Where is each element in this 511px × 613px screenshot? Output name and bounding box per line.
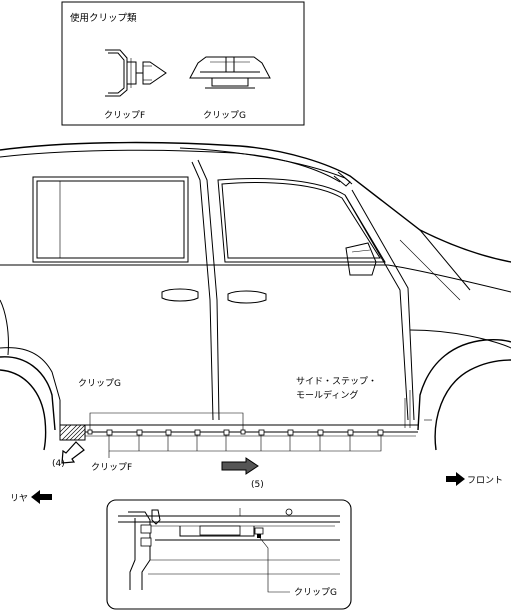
front-direction-arrow [446,472,465,486]
rear-direction-arrow [31,490,52,504]
step-4-label: (4) [52,459,65,469]
step-5-arrow [221,457,259,475]
legend-clip-f-label: クリップF [104,110,145,121]
clip-g-detail-icon [254,527,264,538]
callout-clip-g-main: クリップG [78,378,121,389]
rear-label: リヤ [10,494,28,504]
rear-mudguard-hatched [59,424,86,441]
vehicle-side-view: (4) [0,141,511,469]
step-5-label: (5) [251,480,264,490]
clip-f-icon [105,49,167,97]
clip-g-icon [189,56,271,89]
clip-f-markers [106,429,384,436]
detail-inset-panel [106,499,352,610]
clip-legend-panel: 使用クリップ類 クリップF クリップG [61,1,305,126]
callout-clip-f-main: クリップF [91,462,132,473]
clip-g-marker-front [240,429,246,435]
step-4-arrow [61,441,85,464]
front-label: フロント [467,476,503,486]
legend-title: 使用クリップ類 [70,12,137,24]
legend-clip-g-label: クリップG [203,110,246,121]
callout-molding-line1: サイド・ステップ・ [296,376,377,387]
side-step-molding [87,390,411,458]
callout-molding-line2: モールディング [296,389,358,401]
clip-g-marker-rear [87,429,93,435]
callout-clip-g-detail: クリップG [294,587,337,598]
